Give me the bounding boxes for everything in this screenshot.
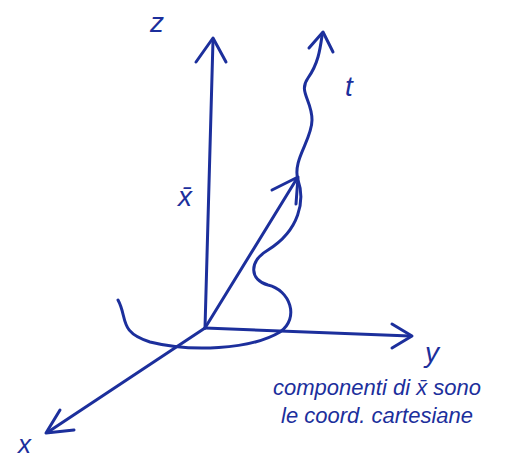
note-text: componenti di x̄ sono le coord. cartesia… — [272, 374, 482, 430]
vector-arrowhead — [272, 177, 298, 204]
x-arrowhead — [46, 410, 74, 433]
vector-label: x̄ — [178, 182, 192, 213]
curve-label: t — [345, 72, 353, 103]
axis-label: x — [18, 430, 31, 459]
axis-label: z — [150, 8, 164, 39]
axis-label: y — [425, 338, 439, 369]
y-arrowhead — [392, 324, 412, 348]
position-vector — [205, 180, 296, 328]
x-axis — [48, 328, 205, 432]
z-axis — [205, 40, 213, 328]
y-axis — [205, 328, 410, 336]
trajectory-curve — [118, 36, 322, 348]
curve-arrowhead — [309, 32, 333, 52]
z-arrowhead — [196, 38, 226, 62]
